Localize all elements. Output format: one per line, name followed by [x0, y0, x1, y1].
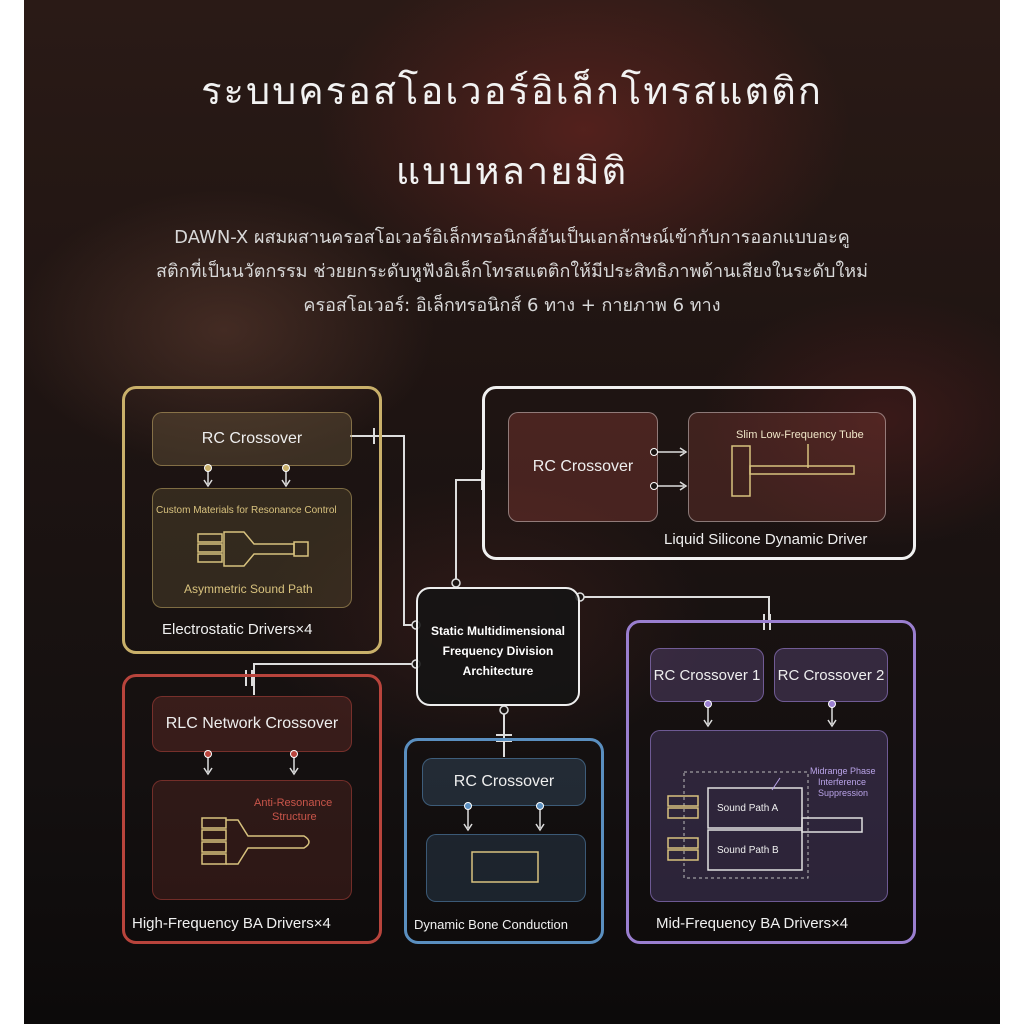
center-label-line1: Static Multidimensional: [430, 624, 565, 638]
bone-driver-panel: [426, 834, 586, 902]
description-line3: ครอสโอเวอร์: อิเล็กทรอนิกส์ 6 ทาง + กายภ…: [303, 295, 721, 316]
mid-ba-phase-label-1: Midrange Phase: [810, 766, 876, 776]
high-ba-group: [122, 674, 382, 944]
center-architecture-box: [416, 587, 580, 706]
electrostatic-driver-panel: [152, 488, 352, 608]
electrostatic-materials-label: Custom Materials for Resonance Control: [156, 505, 337, 516]
dynamic-driver-illustration: [731, 444, 855, 497]
link-electrostatic: [350, 435, 416, 626]
high-ba-caption: High-Frequency BA Drivers×4: [132, 915, 331, 932]
dynamic-caption: Liquid Silicone Dynamic Driver: [664, 531, 868, 548]
mid-ba-rc-crossover-2: RC Crossover 2: [774, 648, 888, 702]
bone-rc-crossover: RC Crossover: [422, 758, 586, 806]
electrostatic-path-label: Asymmetric Sound Path: [184, 582, 313, 596]
right-margin: [1000, 0, 1024, 1024]
mid-ba-phase-label-3: Suppression: [818, 788, 869, 798]
mid-ba-phase-label-2: Interference: [818, 777, 867, 787]
page-title-line2: แบบหลายมิติ: [395, 149, 629, 193]
mid-ba-group: [626, 620, 916, 944]
high-ba-structure-label-2: Structure: [272, 811, 317, 823]
mid-ba-driver-panel: [650, 730, 888, 902]
link-dynamic: [455, 479, 482, 587]
dynamic-tube-label: Slim Low-Frequency Tube: [736, 429, 864, 441]
link-high-ba: [253, 663, 416, 695]
electrostatic-arrows: [203, 464, 291, 488]
high-ba-driver-panel: [152, 780, 352, 900]
mid-ba-caption: Mid-Frequency BA Drivers×4: [656, 915, 849, 932]
bone-driver-illustration: [471, 851, 539, 883]
bone-group: [404, 738, 604, 944]
dynamic-rc-crossover: RC Crossover: [508, 412, 658, 522]
dynamic-group: [482, 386, 916, 560]
high-ba-driver-illustration: [201, 817, 310, 865]
connector-lines: [245, 428, 771, 757]
mid-ba-path-a-label: Sound Path A: [717, 803, 779, 814]
dynamic-arrows: [650, 447, 688, 491]
electrostatic-driver-illustration: [197, 531, 309, 567]
description-line1: DAWN-X ผสมผสานครอสโอเวอร์อิเล็กทรอนิกส์อ…: [174, 227, 850, 248]
bone-caption: Dynamic Bone Conduction: [414, 917, 568, 932]
dynamic-tube-panel: [688, 412, 886, 522]
high-ba-rlc-crossover: RLC Network Crossover: [152, 696, 352, 752]
center-label-line2: Frequency Division: [442, 644, 554, 658]
center-label-line3: Architecture: [462, 664, 534, 678]
high-ba-arrows: [203, 750, 299, 776]
mid-ba-driver-illustration: [667, 771, 863, 879]
link-mid-ba: [580, 596, 770, 622]
bone-arrows: [463, 802, 545, 832]
high-ba-structure-label-1: Anti-Resonance: [254, 797, 333, 809]
electrostatic-group: [122, 386, 382, 654]
mid-ba-path-b-label: Sound Path B: [717, 845, 779, 856]
description-line2: สติกที่เป็นนวัตกรรม ช่วยยกระดับหูฟังอิเล…: [156, 261, 868, 282]
page-title-line1: ระบบครอสโอเวอร์อิเล็กโทรสแตติก: [201, 69, 823, 113]
background-frame: ระบบครอสโอเวอร์อิเล็กโทรสแตติก แบบหลายมิ…: [24, 0, 1000, 1024]
mid-ba-arrows: [703, 700, 837, 728]
electrostatic-rc-crossover: RC Crossover: [152, 412, 352, 466]
mid-ba-rc-crossover-1: RC Crossover 1: [650, 648, 764, 702]
electrostatic-caption: Electrostatic Drivers×4: [162, 621, 313, 638]
